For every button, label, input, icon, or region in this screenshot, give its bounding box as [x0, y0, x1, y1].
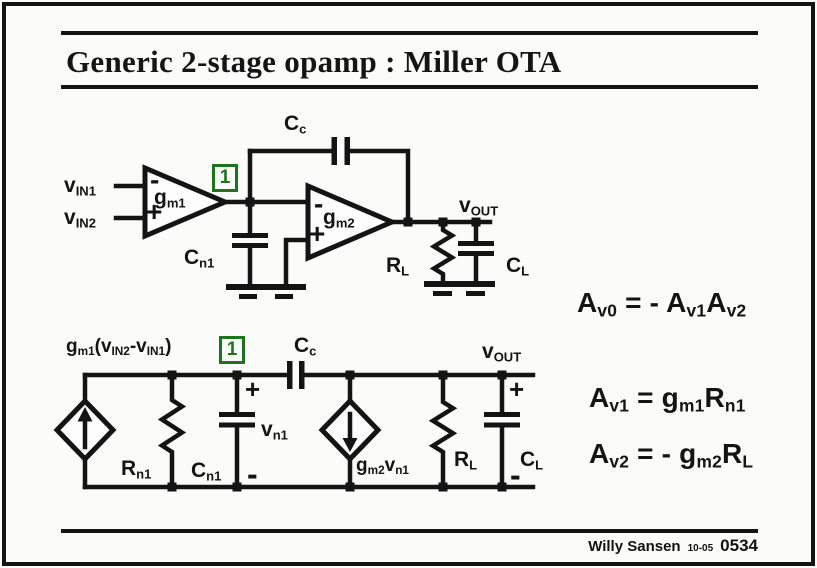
resistor-rn1-symbol [157, 372, 187, 490]
vin2-label: vIN2 [64, 206, 96, 231]
node1-number-model: 1 [226, 339, 238, 360]
title-rule-top [61, 31, 758, 35]
footer: Willy Sansen 10-05 0534 [588, 536, 758, 556]
resistor-rl-symbol [428, 372, 458, 490]
node1-wire [245, 148, 255, 289]
equation-stage2-gain: Av2 = - gm2RL [589, 438, 754, 472]
rl-label-model: RL [454, 448, 478, 473]
node1-badge: 1 [212, 164, 238, 192]
current-source-down-icon [318, 372, 382, 490]
node1-badge-model: 1 [219, 336, 245, 364]
source2-label: gm2vn1 [356, 455, 409, 478]
vn1-plus-sign: + [245, 374, 261, 404]
rl-label: RL [386, 254, 410, 279]
cl-plus-sign: + [509, 374, 525, 404]
node1-number: 1 [219, 167, 231, 188]
capacitor-cl-symbol [484, 372, 520, 490]
cn1-label-model: Cn1 [191, 459, 222, 484]
footer-rule [61, 529, 758, 533]
opamp1-minus-sign: - [150, 164, 160, 195]
footer-author: Willy Sansen [588, 538, 681, 555]
cc-label-model: Cc [294, 334, 317, 359]
gm2-label: gm2 [323, 206, 355, 231]
ground-icon [457, 281, 495, 296]
footer-slide-number: 0534 [720, 536, 758, 555]
vin1-label: vIN1 [64, 174, 96, 199]
source1-label: gm1(vIN2-vIN1) [66, 336, 172, 359]
cc-label: Cc [284, 112, 307, 137]
load-capacitor-cl-symbol [458, 219, 494, 285]
opamp1-input-wires [113, 183, 148, 221]
opamp2-plus-sign: + [309, 218, 326, 249]
current-source-up-icon [53, 372, 117, 490]
opamp2-minus-sign: - [314, 188, 324, 219]
title-rule-bottom [61, 85, 758, 89]
capacitor-cn1-symbol [219, 372, 255, 490]
ground-icon [226, 284, 306, 299]
model-junction-dots [167, 370, 507, 492]
gm1-label: gm1 [154, 186, 186, 211]
ground-icon [424, 281, 462, 296]
vn1-minus-sign: - [247, 456, 258, 492]
cl-label: CL [506, 254, 530, 279]
vn1-label: vn1 [261, 418, 288, 443]
opamp-gm2-symbol [305, 182, 399, 262]
cn1-label: Cn1 [184, 246, 215, 271]
compensation-capacitor-symbol [247, 137, 411, 225]
compensation-capacitor-symbol [287, 361, 305, 389]
equation-total-gain: Av0 = - Av1Av2 [577, 287, 747, 321]
vout-label-model: vOUT [482, 340, 522, 365]
opamp2-plus-input-wire [283, 237, 311, 288]
node-capacitor-cn1-symbol [232, 233, 268, 248]
load-resistor-rl-symbol [429, 219, 457, 285]
opamp1-plus-sign: + [146, 196, 163, 227]
page-title: Generic 2-stage opamp : Miller OTA [66, 44, 562, 79]
rn1-label: Rn1 [121, 457, 152, 482]
opamp-gm1-symbol [142, 164, 232, 240]
footer-date: 10-05 [687, 543, 714, 554]
equation-stage1-gain: Av1 = gm1Rn1 [589, 382, 746, 416]
vout-label: vOUT [459, 194, 499, 219]
cl-minus-sign: - [510, 457, 521, 493]
cl-label-model: CL [520, 448, 544, 473]
